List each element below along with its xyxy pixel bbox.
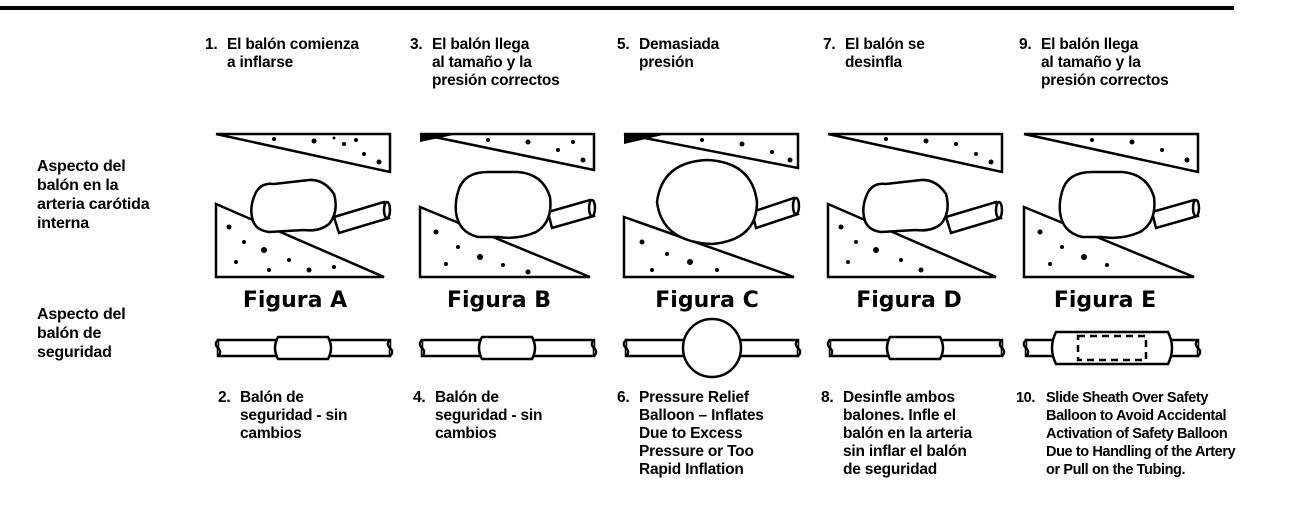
figure-label-e: Figura E <box>1053 288 1157 313</box>
safety-balloon-illustration-b <box>418 335 598 361</box>
step-number: 3. <box>410 36 423 53</box>
figure-label-c: Figura C <box>655 288 759 313</box>
safety-balloon-illustration-c <box>622 317 802 379</box>
step-text: Pressure Relief Balloon – Inflates Due t… <box>639 389 764 478</box>
step-text: El balón llega al tamaño y la presión co… <box>432 36 560 89</box>
step-5-caption: 5. Demasiada presión <box>617 36 719 72</box>
step-text: Desinfle ambos balones. Infle el balón e… <box>843 389 972 478</box>
step-number: 2. <box>218 389 231 406</box>
safety-balloon-illustration-a <box>214 335 394 361</box>
step-number: 5. <box>617 36 630 53</box>
top-rule <box>0 6 1234 10</box>
artery-balloon-illustration-e <box>1022 132 1201 279</box>
step-number: 6. <box>617 389 630 406</box>
step-number: 4. <box>413 389 426 406</box>
step-10-caption: 10. Slide Sheath Over Safety Balloon to A… <box>1016 389 1236 479</box>
step-6-caption: 6. Pressure Relief Balloon – Inflates Due… <box>617 389 764 479</box>
row-label-safety-balloon: Aspecto del balón de seguridad <box>37 306 126 361</box>
step-8-caption: 8. Desinfle ambos balones. Infle el balón… <box>821 389 972 479</box>
figure-label-b: Figura B <box>446 288 552 313</box>
step-1-caption: 1. El balón comienza a inflarse <box>205 36 359 72</box>
figure-label-d: Figura D <box>856 288 962 313</box>
step-text: Demasiada presión <box>639 36 720 71</box>
step-3-caption: 3. El balón llega al tamaño y la presión … <box>410 36 560 90</box>
step-text: Balón de seguridad - sin cambios <box>240 389 348 442</box>
step-text: El balón llega al tamaño y la presión co… <box>1041 36 1169 89</box>
step-text: El balón se desinfla <box>845 36 925 71</box>
step-number: 7. <box>823 36 836 53</box>
step-2-caption: 2. Balón de seguridad - sin cambios <box>218 389 347 443</box>
safety-balloon-illustration-e <box>1022 330 1202 366</box>
step-7-caption: 7. El balón se desinfla <box>823 36 925 72</box>
safety-balloon-illustration-d <box>826 335 1006 361</box>
artery-balloon-illustration-b <box>418 132 597 279</box>
artery-balloon-illustration-c <box>622 132 801 279</box>
step-text: Balón de seguridad - sin cambios <box>435 389 543 442</box>
step-number: 10. <box>1016 390 1035 406</box>
step-text: El balón comienza a inflarse <box>227 36 359 71</box>
step-9-caption: 9. El balón llega al tamaño y la presión … <box>1019 36 1169 90</box>
step-4-caption: 4. Balón de seguridad - sin cambios <box>413 389 542 443</box>
step-text: Slide Sheath Over Safety Balloon to Avoi… <box>1046 390 1236 478</box>
artery-balloon-illustration-a <box>214 132 392 279</box>
step-number: 8. <box>821 389 834 406</box>
figure-label-a: Figura A <box>242 288 348 313</box>
artery-balloon-illustration-d <box>826 132 1004 279</box>
step-number: 1. <box>205 36 218 53</box>
step-number: 9. <box>1019 36 1032 53</box>
row-label-carotid: Aspecto del balón en la arteria carótida… <box>37 158 150 232</box>
